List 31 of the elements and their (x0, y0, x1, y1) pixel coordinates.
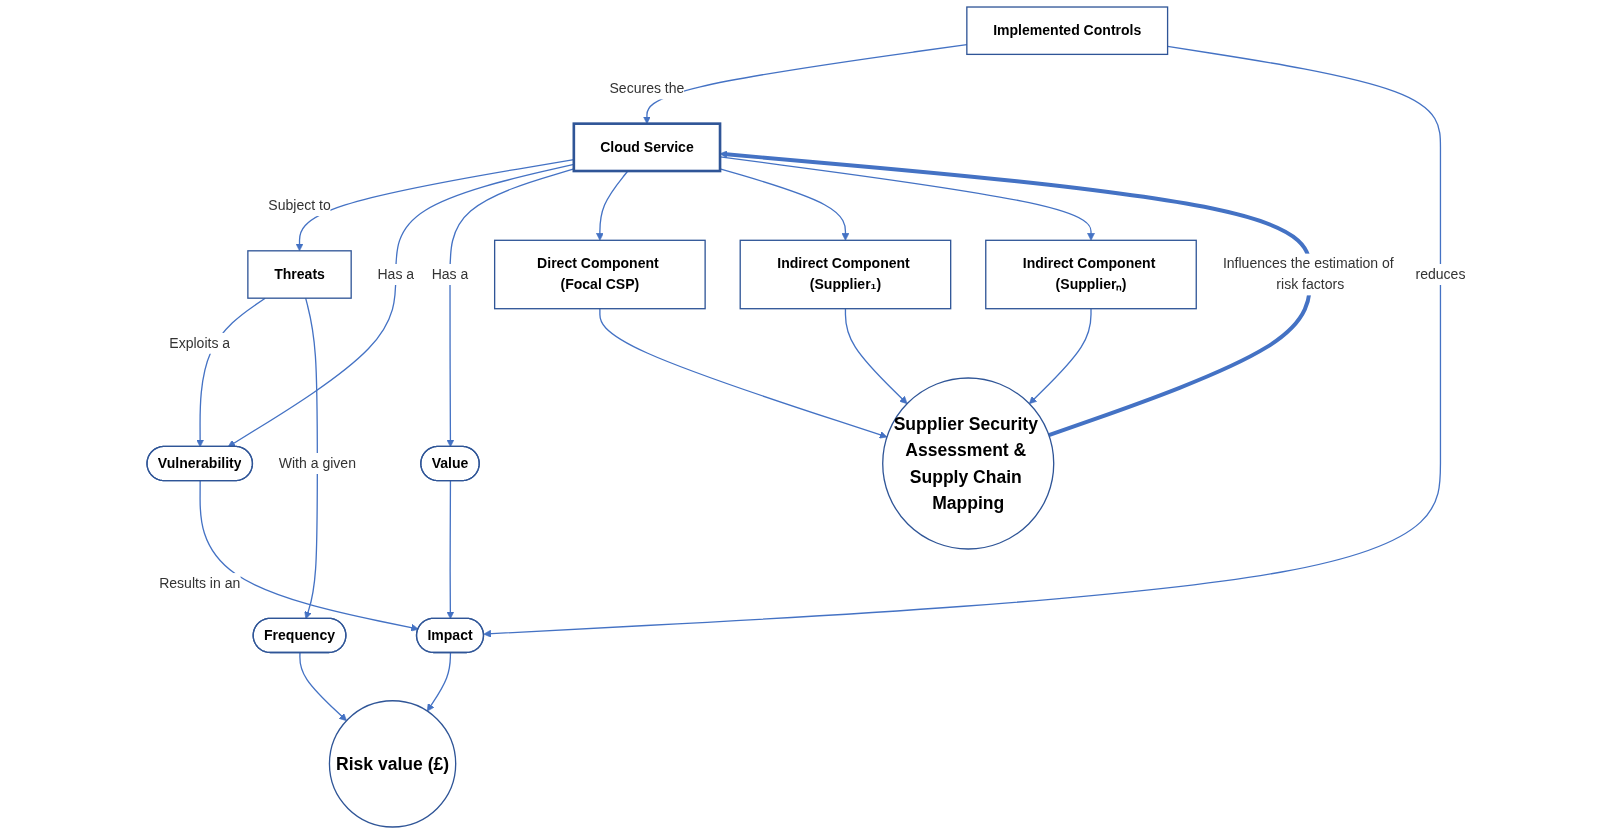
node-box: Cloud Service (572, 122, 722, 173)
edge-label: With a given (278, 455, 356, 471)
arrow (844, 308, 908, 405)
node-box: Threats (247, 250, 352, 299)
arrow (426, 652, 451, 712)
node-box: Direct Component (Focal CSP) (493, 239, 706, 310)
node-box: Implemented Controls (965, 6, 1169, 56)
arrow (719, 150, 1312, 437)
edge-label: Has a (431, 266, 469, 282)
arrow (446, 168, 575, 448)
arrow (1028, 308, 1092, 405)
edge-label: reduces (1415, 266, 1466, 282)
arrow (719, 156, 1095, 241)
node-box: Indirect Component (Supplierₙ) (984, 239, 1197, 310)
arrow (199, 480, 419, 632)
arrow (446, 480, 454, 620)
edge-label: Subject to (268, 197, 331, 213)
node-box: Indirect Component (Supplier₁) (739, 239, 952, 310)
edge-label: Results in an (158, 575, 241, 591)
arrow (304, 297, 318, 620)
arrow (299, 652, 347, 721)
node-circle: Supplier Security Assessment & Supply Chain Mapping (881, 377, 1055, 550)
edge-label: Has a (377, 266, 414, 282)
arrow (227, 163, 575, 448)
arrow (599, 308, 888, 439)
arrow (719, 168, 850, 241)
arrow (483, 45, 1441, 638)
edge-label: Exploits a (169, 335, 230, 351)
edge-label: Influences the estimation of risk factors (1222, 256, 1394, 293)
node-circle: Risk value (£) (328, 700, 457, 828)
edge-label: Secures the (609, 81, 685, 97)
